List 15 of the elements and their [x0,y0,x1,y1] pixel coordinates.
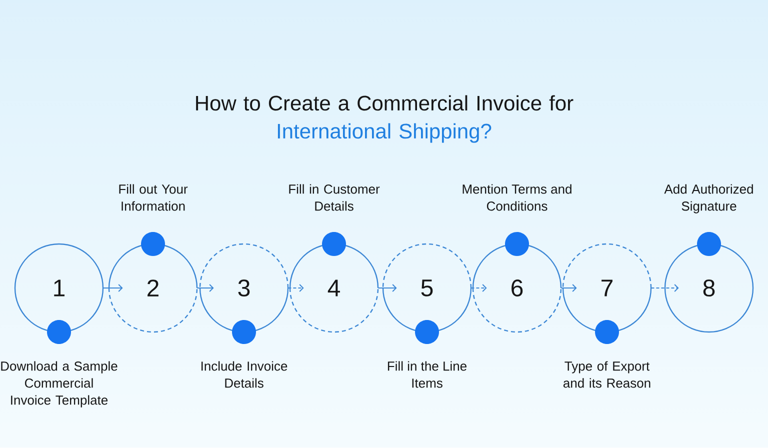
title: How to Create a Commercial Invoice for International Shipping? [196,95,574,143]
arrow [288,284,304,292]
arrow [560,284,577,292]
arrow [196,284,214,292]
step-caption: Add Authorized Signature [664,184,753,214]
step-caption: Type of Export and its Reason [563,361,650,388]
step-caption: Fill in Customer Details [289,184,380,211]
step-caption: Fill out Your Information [119,184,188,211]
step-caption: Include Invoice Details [202,361,288,388]
step-caption: Download a Sample Commercial Invoice Template [1,361,118,408]
step-caption: Mention Terms and Conditions [462,184,572,211]
arrow [102,284,123,292]
arrow [378,284,397,292]
arrow [470,284,487,292]
step-caption: Fill in the Line Items [388,361,466,388]
